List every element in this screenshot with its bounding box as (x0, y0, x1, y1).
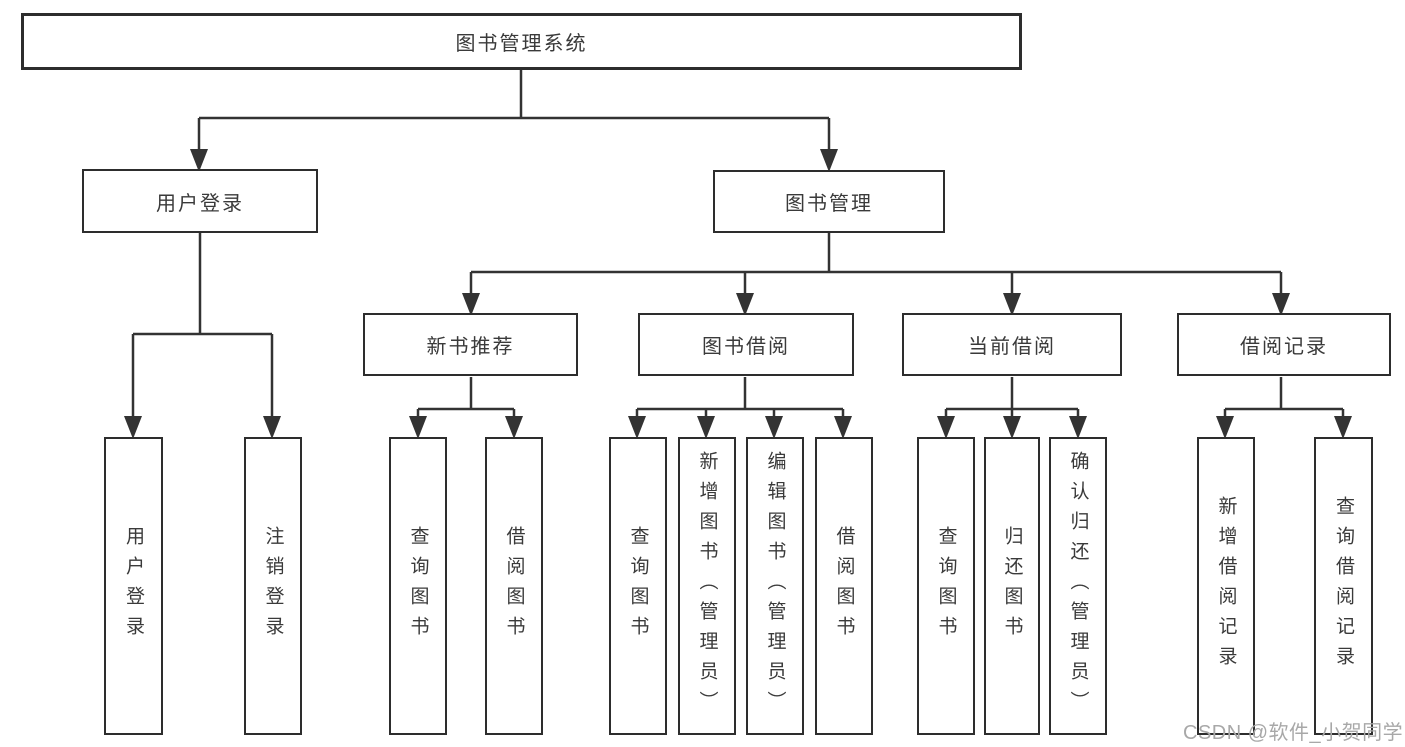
node-leaf-confirm-return-admin: 确认归还（管理员） (1049, 437, 1107, 735)
node-leaf-query-books-2: 查询图书 (609, 437, 667, 735)
connector-root-to-level2 (197, 69, 831, 152)
node-leaf-query-books-3: 查询图书 (917, 437, 975, 735)
connector-current-borrow-children (944, 377, 1080, 420)
node-current-borrow-label: 当前借阅 (968, 336, 1056, 358)
node-leaf-borrow-books-2-label: 借阅图书 (833, 526, 855, 646)
node-leaf-edit-books-admin-label: 编辑图书（管理员） (764, 451, 786, 721)
node-leaf-logout-label: 注销登录 (262, 526, 284, 646)
node-book-mgmt-label: 图书管理 (785, 193, 873, 215)
node-new-books: 新书推荐 (363, 313, 578, 376)
node-leaf-user-login: 用户登录 (104, 437, 163, 735)
node-current-borrow: 当前借阅 (902, 313, 1122, 376)
node-borrow-records: 借阅记录 (1177, 313, 1391, 376)
node-leaf-add-borrow-record-label: 新增借阅记录 (1215, 496, 1237, 676)
node-leaf-query-borrow-record: 查询借阅记录 (1314, 437, 1373, 735)
node-root-label: 图书管理系统 (455, 33, 588, 55)
node-leaf-query-borrow-record-label: 查询借阅记录 (1333, 496, 1354, 676)
node-new-books-label: 新书推荐 (426, 336, 515, 358)
node-user-login-label: 用户登录 (156, 192, 244, 215)
node-leaf-borrow-books-2: 借阅图书 (815, 437, 873, 735)
node-root: 图书管理系统 (21, 13, 1022, 70)
connector-borrow-records-children (1223, 377, 1345, 420)
connector-new-books-children (416, 377, 516, 420)
node-leaf-add-books-admin: 新增图书（管理员） (678, 437, 736, 735)
connector-book-borrow-children (635, 377, 845, 420)
node-leaf-return-books-label: 归还图书 (1001, 526, 1023, 646)
csdn-watermark: CSDN @软件_小贺同学 (1183, 722, 1404, 744)
node-leaf-borrow-books-1-label: 借阅图书 (503, 526, 525, 646)
connector-user-login-children (131, 233, 274, 420)
node-borrow-records-label: 借阅记录 (1240, 336, 1328, 358)
node-leaf-query-books-1-label: 查询图书 (407, 526, 429, 646)
node-leaf-user-login-label: 用户登录 (123, 526, 144, 646)
node-leaf-query-books-1: 查询图书 (389, 437, 447, 735)
node-leaf-query-books-3-label: 查询图书 (935, 526, 957, 646)
node-leaf-add-borrow-record: 新增借阅记录 (1197, 437, 1255, 735)
node-book-mgmt: 图书管理 (713, 170, 945, 233)
node-leaf-confirm-return-admin-label: 确认归还（管理员） (1067, 451, 1089, 721)
node-leaf-logout: 注销登录 (244, 437, 302, 735)
node-leaf-return-books: 归还图书 (984, 437, 1040, 735)
node-leaf-query-books-2-label: 查询图书 (627, 526, 649, 646)
connector-book-mgmt-to-level3 (469, 233, 1283, 296)
node-book-borrow: 图书借阅 (638, 313, 854, 376)
node-leaf-add-books-admin-label: 新增图书（管理员） (696, 451, 718, 721)
node-user-login: 用户登录 (82, 169, 318, 233)
node-leaf-borrow-books-1: 借阅图书 (485, 437, 543, 735)
node-book-borrow-label: 图书借阅 (702, 336, 790, 358)
node-leaf-edit-books-admin: 编辑图书（管理员） (746, 437, 804, 735)
